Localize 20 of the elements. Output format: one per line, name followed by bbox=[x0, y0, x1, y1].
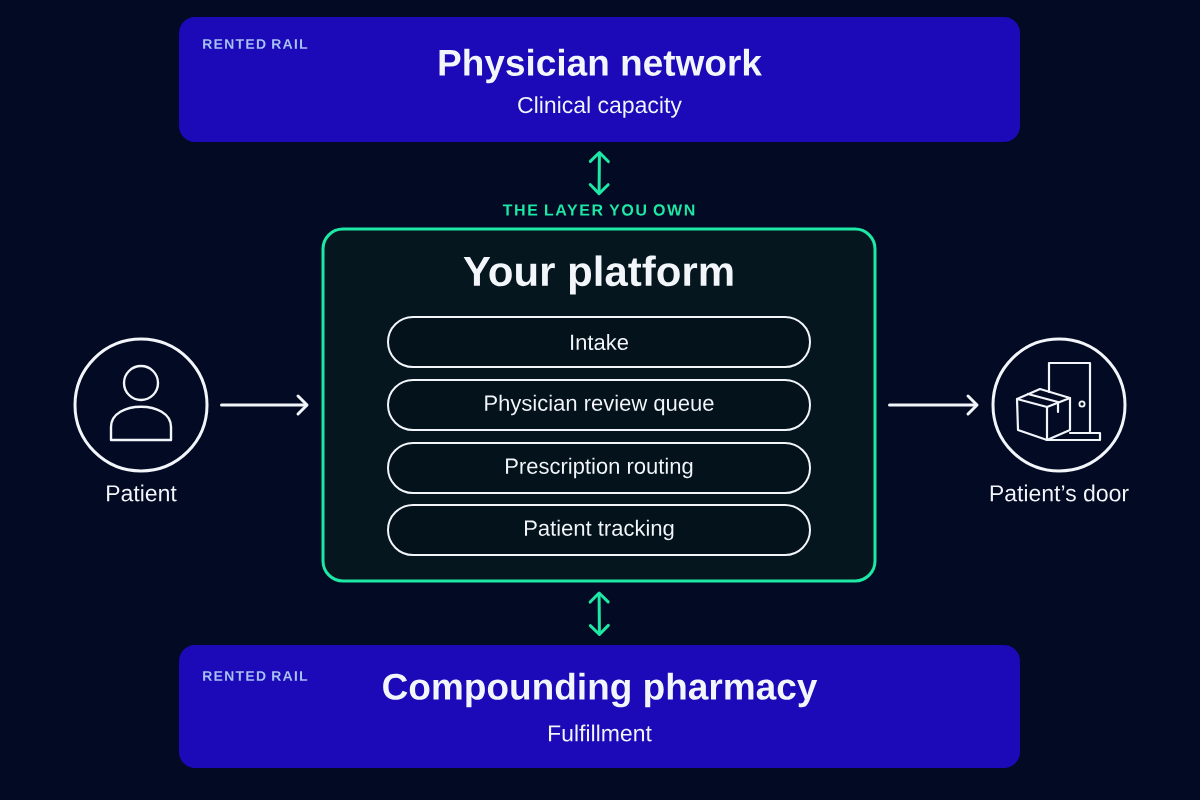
tag-label: RENTED RAIL bbox=[203, 671, 308, 681]
heading-label: THE LAYER YOU OWN bbox=[502, 204, 695, 216]
box-title: Your platform bbox=[463, 255, 733, 295]
rail-box bbox=[179, 17, 1020, 142]
step-pill: Intake bbox=[387, 316, 811, 368]
box-title: Compounding pharmacy bbox=[383, 672, 818, 708]
step-pill: Patient tracking bbox=[387, 504, 811, 556]
box-subtitle: Clinical capacity bbox=[518, 96, 682, 118]
arrow bbox=[888, 394, 979, 416]
step-pill: Prescription routing bbox=[387, 442, 811, 494]
rail-box bbox=[179, 645, 1020, 768]
box-title: Physician network bbox=[439, 48, 762, 84]
double-arrow bbox=[588, 591, 610, 636]
node-label: Patient’s door bbox=[990, 484, 1129, 502]
arrow bbox=[220, 394, 309, 416]
double-arrow bbox=[588, 151, 610, 196]
node-label: Patient bbox=[107, 484, 177, 502]
tag-label: RENTED RAIL bbox=[203, 39, 308, 49]
box-subtitle: Fulfillment bbox=[549, 724, 652, 742]
step-pill: Physician review queue bbox=[387, 379, 811, 431]
